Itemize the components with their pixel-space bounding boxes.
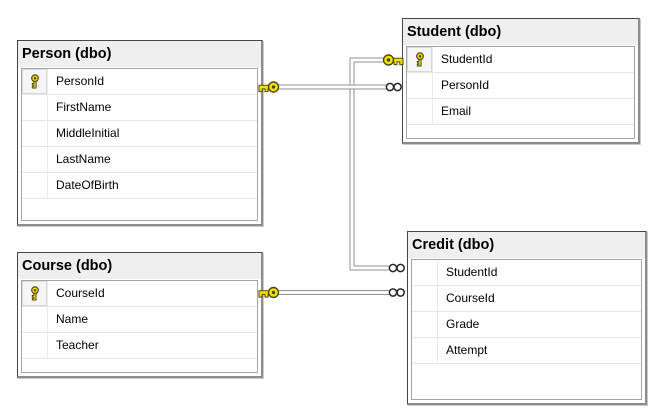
table-row[interactable]: StudentId [407, 47, 634, 73]
infinity-end-icon [388, 263, 405, 273]
column-name: Teacher [56, 338, 99, 352]
primary-key-icon [30, 285, 39, 300]
table-window-course[interactable]: Course (dbo) CourseId Name Teacher [17, 252, 263, 378]
column-name: LastName [56, 152, 111, 166]
empty-row[interactable] [22, 359, 257, 372]
column-name: CourseId [446, 291, 495, 305]
table-row[interactable]: Name [22, 307, 257, 333]
key-cell [407, 99, 433, 124]
table-title-credit[interactable]: Credit (dbo) [408, 232, 645, 258]
table-title-person[interactable]: Person (dbo) [18, 41, 261, 67]
primary-key-icon [30, 73, 39, 88]
primary-key-cell [22, 69, 48, 94]
table-row[interactable]: Grade [412, 312, 641, 338]
key-cell [412, 286, 438, 311]
table-grid-course: CourseId Name Teacher [21, 280, 258, 373]
table-row[interactable]: PersonId [22, 69, 257, 95]
table-title-course[interactable]: Course (dbo) [18, 253, 261, 279]
column-name: CourseId [56, 286, 105, 300]
key-cell [412, 312, 438, 337]
key-cell [22, 121, 48, 146]
column-name: PersonId [56, 74, 105, 88]
key-cell [22, 95, 48, 120]
key-cell [22, 333, 48, 358]
table-row[interactable]: DateOfBirth [22, 173, 257, 199]
table-row[interactable]: PersonId [407, 73, 634, 99]
table-window-student[interactable]: Student (dbo) StudentId PersonId Email [402, 18, 640, 144]
table-row[interactable]: LastName [22, 147, 257, 173]
table-row[interactable]: Email [407, 99, 634, 125]
table-row[interactable]: StudentId [412, 260, 641, 286]
infinity-end-icon [388, 288, 405, 297]
key-cell [407, 73, 433, 98]
table-row[interactable]: MiddleInitial [22, 121, 257, 147]
table-grid-student: StudentId PersonId Email [406, 46, 635, 139]
infinity-end-icon [385, 82, 402, 92]
table-window-credit[interactable]: Credit (dbo) StudentId CourseId Grade At… [407, 231, 647, 405]
key-end-icon [382, 54, 404, 66]
key-cell [22, 173, 48, 198]
table-grid-person: PersonId FirstName MiddleInitial LastNam… [21, 68, 258, 221]
table-row[interactable]: FirstName [22, 95, 257, 121]
table-row[interactable]: CourseId [412, 286, 641, 312]
empty-row[interactable] [22, 199, 257, 220]
table-title-student[interactable]: Student (dbo) [403, 19, 638, 45]
column-name: PersonId [441, 78, 490, 92]
column-name: Email [441, 104, 472, 118]
key-cell [412, 338, 438, 363]
column-name: FirstName [56, 100, 112, 114]
table-row[interactable]: Attempt [412, 338, 641, 364]
empty-row[interactable] [412, 364, 641, 399]
column-name: DateOfBirth [56, 178, 119, 192]
primary-key-cell [22, 281, 48, 306]
table-row[interactable]: Teacher [22, 333, 257, 359]
key-cell [22, 307, 48, 332]
column-name: StudentId [446, 265, 498, 279]
empty-row[interactable] [407, 125, 634, 138]
primary-key-icon [415, 51, 424, 66]
table-grid-credit: StudentId CourseId Grade Attempt [411, 259, 642, 400]
relationship-student-credit[interactable] [349, 57, 389, 271]
table-row[interactable]: CourseId [22, 281, 257, 307]
primary-key-cell [407, 47, 433, 72]
column-name: Attempt [446, 343, 488, 357]
key-cell [412, 260, 438, 285]
key-cell [22, 147, 48, 172]
column-name: MiddleInitial [56, 126, 120, 140]
column-name: Grade [446, 317, 480, 331]
column-name: StudentId [441, 52, 493, 66]
column-name: Name [56, 312, 89, 326]
table-window-person[interactable]: Person (dbo) PersonId FirstName MiddleI [17, 40, 263, 226]
